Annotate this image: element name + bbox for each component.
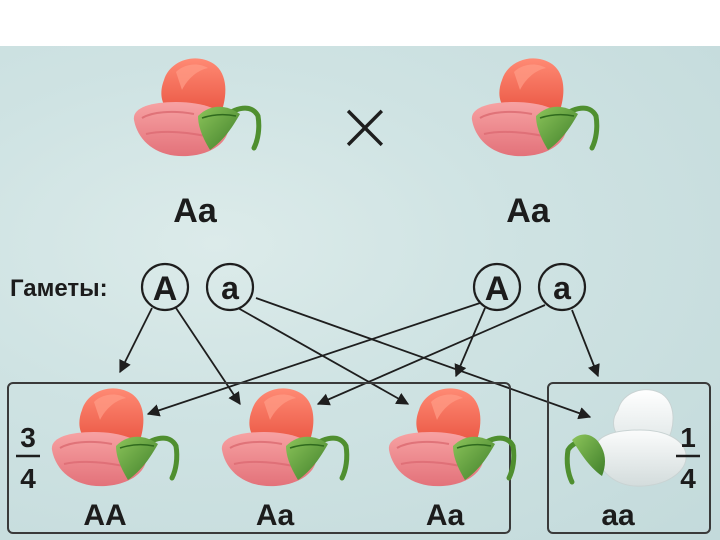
gamete-right-recessive-circle [537,262,587,312]
gamete-right-dominant-circle [472,262,522,312]
arrow-right-A-to-Aa2 [454,307,486,378]
gamete-left-dominant: A [153,270,178,308]
parent-right-flower [472,58,597,156]
parent-left-flower [134,58,259,156]
arrow-left-A-to-AA [119,307,153,374]
recessive-offspring-box [547,382,711,534]
offspring-AA-flower [52,388,177,486]
dominant-fraction-numerator: 3 [20,422,36,453]
dominant-offspring-box [7,382,511,534]
gamete-left-recessive-circle [205,262,255,312]
offspring-Aa1-flower [222,388,347,486]
offspring-genotype-AA: AA [83,499,126,532]
arrow-right-a-to-aa-down [571,309,600,378]
gamete-right-recessive: a [553,270,571,306]
gamete-left-recessive: a [221,270,239,306]
gamete-right-dominant: A [485,270,510,308]
gamete-left-dominant-circle [140,262,190,312]
recessive-fraction-numerator: 1 [680,422,696,453]
arrow-right-A-to-AA [146,302,481,417]
parent-left-genotype: Aa [173,192,218,230]
recessive-fraction-denominator: 4 [680,463,696,494]
dominant-fraction-denominator: 4 [20,463,36,494]
offspring-aa-flower [567,390,686,487]
parent-right-genotype: Aa [506,192,551,230]
offspring-genotype-Aa-1: Aa [256,499,295,532]
arrow-left-A-to-Aa1 [175,307,241,406]
offspring-genotype-Aa-2: Aa [426,499,465,532]
arrow-right-a-to-Aa1 [316,304,546,406]
cross-symbol: × [336,85,395,167]
gametes-label: Гаметы: [10,275,108,302]
offspring-genotype-aa: aa [601,499,635,532]
